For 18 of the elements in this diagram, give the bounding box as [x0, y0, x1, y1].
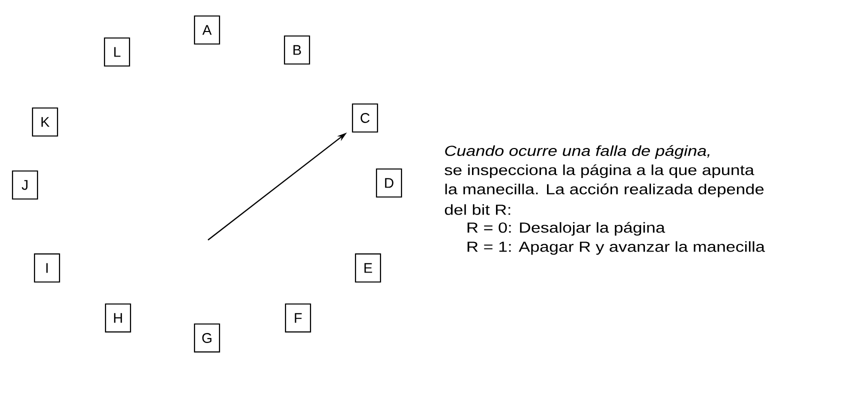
page-box: E	[354, 253, 382, 283]
page-box: K	[32, 107, 58, 137]
page-box: D	[376, 168, 402, 198]
description-line: Cuando ocurre una falla de página,	[445, 145, 710, 159]
page-box: I	[34, 253, 60, 283]
rule-line: R = 1: Apagar R y avanzar la manecilla	[468, 241, 765, 255]
description-line: se inspecciona la página a la que apunta	[444, 164, 754, 178]
page-box: J	[12, 170, 38, 200]
page-box: L	[104, 37, 130, 67]
description-line: del bit R:	[444, 204, 510, 215]
page-box: H	[104, 303, 132, 333]
page-box: C	[352, 103, 378, 133]
page-box: G	[194, 323, 220, 353]
page-box: A	[194, 15, 220, 45]
rule-line: R = 0: Desalojar la página	[468, 222, 666, 236]
page-box: F	[284, 303, 312, 333]
page-box: B	[284, 35, 310, 65]
description-line: la manecilla. La acción realizada depende	[445, 184, 764, 198]
